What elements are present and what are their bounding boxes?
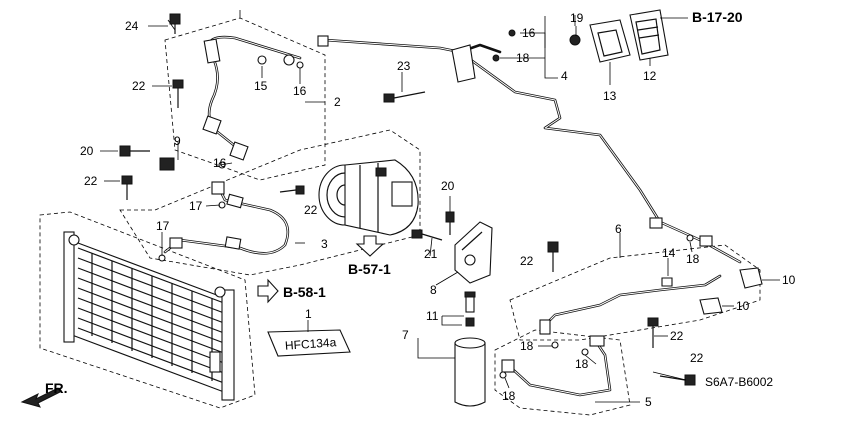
diagram-code: S6A7-B6002 (705, 375, 773, 389)
label-22-e: 22 (670, 329, 684, 343)
reference-codes: B-17-20 B-57-1 B-58-1 FR. S6A7-B6002 (45, 9, 773, 396)
label-6: 6 (615, 222, 622, 236)
label-18-b: 18 (686, 252, 700, 266)
bolts (119, 13, 696, 386)
suction-hose (202, 35, 302, 161)
label-12: 12 (643, 69, 657, 83)
label-20-a: 20 (80, 144, 94, 158)
label-18-d: 18 (575, 357, 589, 371)
label-13: 13 (603, 89, 617, 103)
label-20-b: 20 (441, 179, 455, 193)
label-21: 21 (424, 247, 438, 261)
label-8: 8 (430, 283, 437, 297)
ref-b-57-1: B-57-1 (348, 261, 391, 277)
label-10-a: 10 (782, 273, 796, 287)
receiver-dryer (454, 291, 486, 407)
label-18-e: 18 (502, 389, 516, 403)
clamps (661, 267, 763, 315)
label-17-b: 17 (156, 219, 170, 233)
reference-arrows (20, 235, 385, 408)
label-22-f: 22 (690, 351, 704, 365)
label-plate-text: HFC134a (285, 335, 338, 353)
direction-front-label: FR. (45, 380, 68, 396)
label-22-b: 22 (84, 174, 98, 188)
label-2: 2 (334, 95, 341, 109)
label-16-b: 16 (293, 84, 307, 98)
label-3: 3 (321, 237, 328, 251)
condenser (63, 231, 235, 401)
label-15: 15 (254, 79, 268, 93)
label-18-c: 18 (520, 339, 534, 353)
compressor (318, 159, 419, 236)
label-22-d: 22 (520, 254, 534, 268)
label-7: 7 (402, 328, 409, 342)
label-23: 23 (397, 59, 411, 73)
label-11: 11 (426, 309, 439, 323)
ref-b-58-1: B-58-1 (283, 284, 326, 300)
label-10-b: 10 (736, 299, 750, 313)
label-5: 5 (645, 395, 652, 409)
label-18-a: 18 (516, 51, 530, 65)
label-4: 4 (561, 69, 568, 83)
grommets (569, 9, 669, 63)
pipe-bracket (451, 29, 516, 83)
label-16-a: 16 (213, 156, 227, 170)
label-1: 1 (305, 307, 312, 321)
part-labels: 24 22 20 22 9 16 17 17 2 15 16 22 3 1 23… (80, 11, 796, 409)
label-22-c: 22 (304, 203, 318, 217)
label-17-a: 17 (189, 199, 203, 213)
label-16-c: 16 (522, 26, 536, 40)
label-22-a: 22 (132, 79, 146, 93)
label-9: 9 (174, 134, 181, 148)
ref-b-17-20: B-17-20 (692, 9, 743, 25)
label-19: 19 (570, 11, 584, 25)
label-14: 14 (662, 246, 676, 260)
refrigerant-label-plate: HFC134a (267, 329, 351, 357)
leader-lines (100, 10, 780, 403)
label-24: 24 (125, 19, 139, 33)
discharge-hose (163, 181, 290, 255)
bracket (454, 221, 493, 284)
